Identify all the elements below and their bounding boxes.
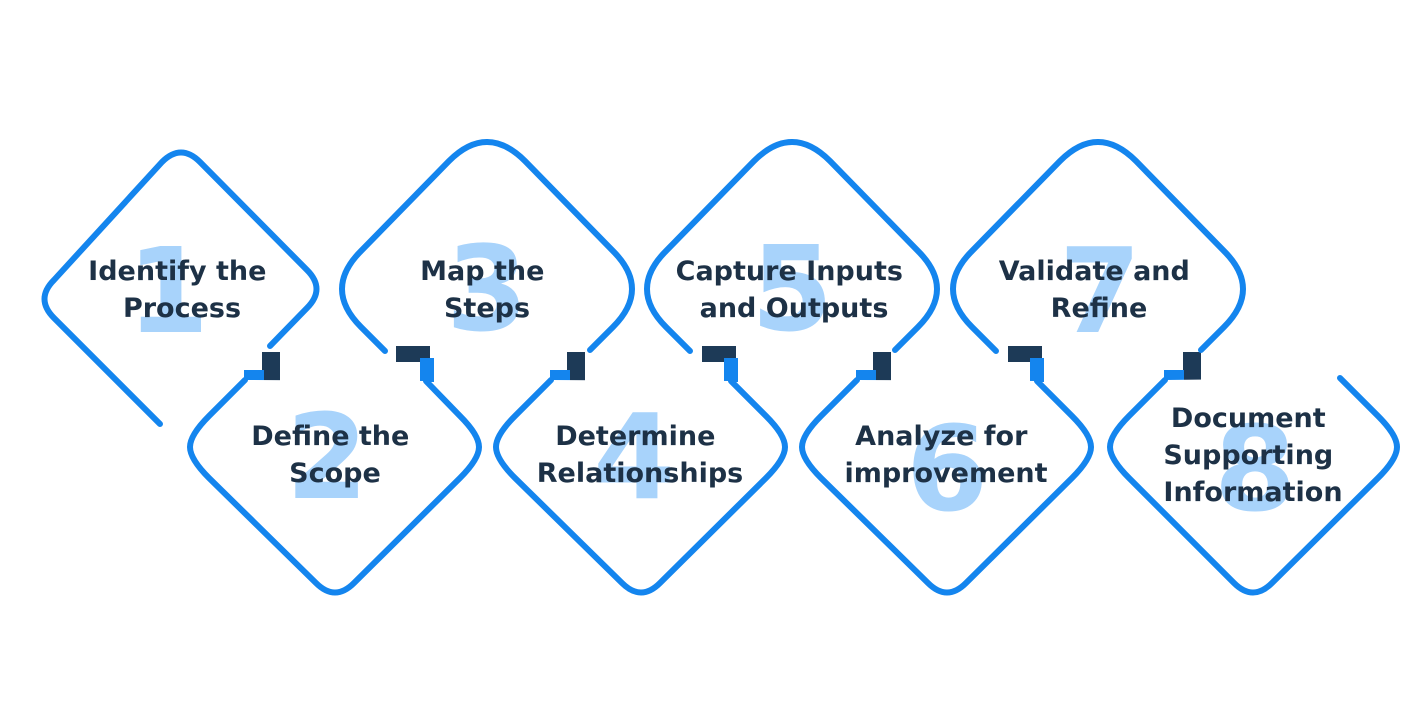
step-3-label-line-2: Steps: [444, 293, 530, 324]
connector-dark-block: [873, 352, 891, 386]
connector-4-5: [702, 346, 738, 382]
step-6-label: Analyze for improvement: [844, 421, 1047, 489]
step-7-label: Validate and Refine: [999, 256, 1200, 324]
step-4-label: Determine Relationships: [537, 421, 743, 489]
step-7-number: 7: [1059, 222, 1141, 360]
step-1-number: 1: [127, 222, 209, 360]
step-2-number: 2: [286, 388, 368, 526]
connector-6-7: [1008, 346, 1044, 382]
step-7-label-line-2: Refine: [1051, 293, 1148, 324]
step-3: 3 Map the Steps: [339, 139, 635, 358]
step-5-label-line-2: and Outputs: [700, 293, 889, 324]
step-2-label-line-1: Define the: [251, 421, 409, 452]
step-4-label-line-1: Determine: [555, 421, 715, 452]
step-8-label-line-1: Document: [1171, 403, 1326, 434]
step-8-label: Document Supporting Information: [1163, 403, 1342, 508]
step-2-diamond: [187, 377, 482, 596]
step-1-diamond: [41, 149, 320, 427]
step-6-number: 6: [906, 400, 988, 538]
step-6: 6 Analyze for improvement: [799, 377, 1094, 596]
step-3-diamond: [339, 139, 490, 354]
connector-blue-block: [1030, 358, 1044, 382]
step-5-diamond-right: [789, 139, 940, 353]
step-1: 1 Identify the Process: [41, 149, 320, 427]
step-7-diamond: [950, 139, 1101, 354]
connector-dark-block: [1183, 352, 1201, 386]
step-6-label-line-2: improvement: [844, 458, 1047, 489]
step-1-label-line-1: Identify the: [88, 256, 266, 287]
step-4: 4 Determine Relationships: [493, 377, 788, 596]
step-5-number: 5: [751, 220, 833, 358]
step-5-diamond: [644, 139, 795, 354]
step-2-label-line-2: Scope: [289, 458, 381, 489]
step-8: 8 Document Supporting Information: [1107, 375, 1400, 596]
step-7-label-line-1: Validate and: [999, 256, 1190, 287]
step-8-label-line-2: Supporting: [1163, 440, 1333, 471]
step-1-label-line-2: Process: [123, 293, 241, 324]
connector-dark-block: [567, 352, 585, 386]
step-4-number: 4: [593, 388, 675, 526]
connector-2-3: [396, 346, 434, 382]
step-4-label-line-2: Relationships: [537, 458, 743, 489]
step-8-label-line-3: Information: [1163, 477, 1342, 508]
step-6-label-line-1: Analyze for: [855, 421, 1028, 452]
step-5-label-line-1: Capture Inputs: [676, 256, 903, 287]
step-6-diamond: [799, 377, 1094, 596]
step-8-number: 8: [1214, 400, 1296, 538]
step-4-diamond: [493, 377, 788, 596]
step-7-diamond-right: [1095, 139, 1246, 353]
step-1-label: Identify the Process: [88, 256, 276, 324]
step-8-diamond: [1107, 375, 1400, 596]
step-7: 7 Validate and Refine: [950, 139, 1246, 360]
step-2-label: Define the Scope: [251, 421, 419, 489]
step-3-diamond-right: [484, 139, 635, 353]
step-3-label-line-1: Map the: [420, 256, 544, 287]
step-3-number: 3: [446, 220, 528, 358]
connector-blue-block: [724, 358, 738, 382]
connector-dark-block: [262, 352, 280, 386]
step-2: 2 Define the Scope: [187, 377, 482, 596]
connector-blue-block: [420, 358, 434, 382]
step-3-label: Map the Steps: [420, 256, 554, 324]
step-5: 5 Capture Inputs and Outputs: [644, 139, 940, 358]
step-5-label: Capture Inputs and Outputs: [676, 256, 913, 324]
